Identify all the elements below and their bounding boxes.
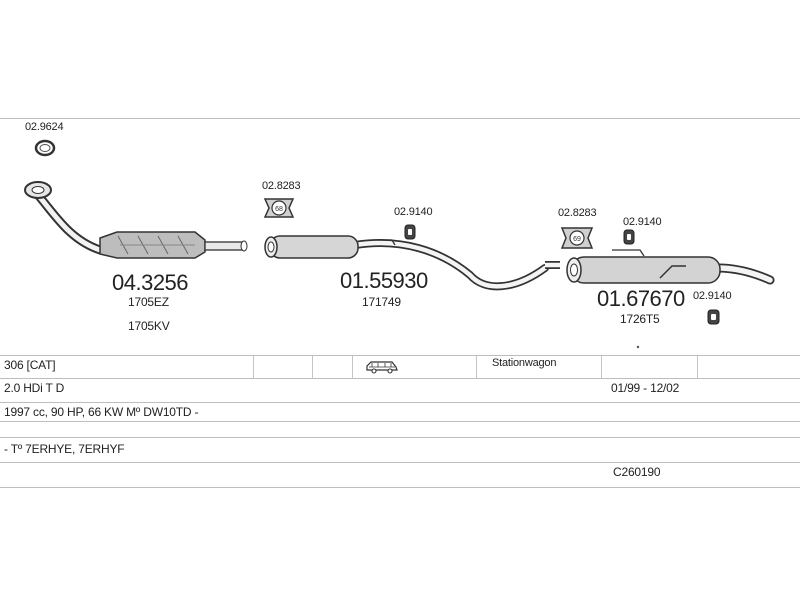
top-rule xyxy=(0,118,800,119)
table-divider-4 xyxy=(476,356,477,378)
vehicle-years: 01/99 - 12/02 xyxy=(611,381,680,395)
table-divider-3 xyxy=(352,356,353,378)
rear-low-hanger[interactable] xyxy=(707,309,720,325)
middle-silencer-ref: 171749 xyxy=(362,295,401,309)
gasket-ring[interactable] xyxy=(34,139,56,157)
rear-silencer-ref: 1726T5 xyxy=(620,312,660,326)
front-clamp-code: 02.8283 xyxy=(262,180,301,192)
table-rule-7 xyxy=(0,487,800,488)
table-rule-1 xyxy=(0,355,800,356)
vehicle-body-type: Stationwagon xyxy=(492,357,557,369)
svg-text:68: 68 xyxy=(275,206,283,213)
rear-top-hanger[interactable] xyxy=(623,229,635,245)
table-rule-2 xyxy=(0,378,800,379)
front-pipe-catalyst[interactable] xyxy=(24,181,248,259)
marker-dot xyxy=(636,345,640,349)
svg-text:69: 69 xyxy=(573,236,581,243)
table-rule-3 xyxy=(0,402,800,403)
middle-hanger-code: 02.9140 xyxy=(394,206,433,218)
table-divider-5 xyxy=(601,356,602,378)
catalog-code: C260190 xyxy=(613,465,661,479)
middle-silencer-code: 01.55930 xyxy=(340,268,428,293)
table-divider-1 xyxy=(253,356,254,378)
table-rule-5 xyxy=(0,437,800,438)
table-rule-4 xyxy=(0,421,800,422)
front-clamp[interactable]: 68 xyxy=(263,198,295,218)
vehicle-engine: 2.0 HDi T D xyxy=(4,381,65,395)
vehicle-model: 306 [CAT] xyxy=(4,358,56,372)
rear-top-hanger-code: 02.9140 xyxy=(623,216,662,228)
catalyst-code: 04.3256 xyxy=(112,270,189,295)
table-rule-6 xyxy=(0,462,800,463)
middle-hanger[interactable] xyxy=(404,224,416,240)
table-divider-2 xyxy=(312,356,313,378)
catalyst-ref-2: 1705KV xyxy=(128,319,170,333)
gasket-code: 02.9624 xyxy=(25,121,64,133)
vehicle-engine-details: 1997 cc, 90 HP, 66 KW Mº DW10TD - xyxy=(4,405,199,419)
vehicle-type-codes: - Tº 7ERHYE, 7ERHYF xyxy=(4,442,125,456)
rear-low-hanger-code: 02.9140 xyxy=(693,290,732,302)
middle-silencer[interactable] xyxy=(264,235,560,291)
rear-clamp[interactable]: 69 xyxy=(560,227,594,249)
exhaust-system-diagram: 68 69 xyxy=(24,139,775,349)
rear-silencer[interactable] xyxy=(566,249,775,285)
rear-clamp-code: 02.8283 xyxy=(558,207,597,219)
rear-silencer-code: 01.67670 xyxy=(597,286,685,311)
car-icon xyxy=(366,360,398,374)
catalyst-ref-1: 1705EZ xyxy=(128,295,169,309)
table-divider-6 xyxy=(697,356,698,378)
